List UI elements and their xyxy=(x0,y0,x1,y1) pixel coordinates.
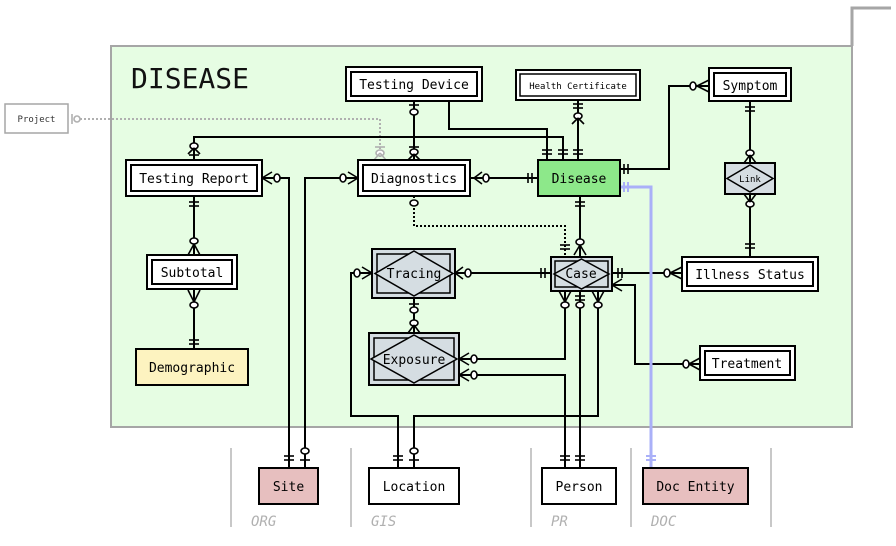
entity-subtotal-label: Subtotal xyxy=(161,266,224,281)
entity-doc-entity-label: Doc Entity xyxy=(656,480,734,495)
entity-illness-status-label: Illness Status xyxy=(695,268,805,283)
entity-project[interactable]: Project xyxy=(4,103,69,134)
entity-project-label: Project xyxy=(18,115,56,125)
entity-diagnostics[interactable]: Diagnostics xyxy=(357,159,471,197)
doc-entity-link xyxy=(620,185,653,468)
entity-site[interactable]: Site xyxy=(258,467,319,505)
relationship-link-label: Link xyxy=(739,175,761,185)
entity-health-certificate[interactable]: Health Certificate xyxy=(515,69,641,101)
entity-person-label: Person xyxy=(556,480,603,495)
entity-site-label: Site xyxy=(273,480,304,495)
entity-health-certificate-label: Health Certificate xyxy=(529,82,627,92)
entity-diagnostics-label: Diagnostics xyxy=(371,172,457,187)
domain-title: DISEASE xyxy=(131,62,249,95)
entity-subtotal[interactable]: Subtotal xyxy=(146,254,238,290)
entity-doc-entity[interactable]: Doc Entity xyxy=(642,467,749,505)
entity-symptom[interactable]: Symptom xyxy=(708,67,792,102)
entity-demographic[interactable]: Demographic xyxy=(135,348,249,386)
entity-testing-device-label: Testing Device xyxy=(359,78,469,93)
relationship-case-label: Case xyxy=(565,267,596,282)
entity-testing-report[interactable]: Testing Report xyxy=(125,159,263,197)
entity-symptom-label: Symptom xyxy=(723,79,778,94)
entity-disease[interactable]: Disease xyxy=(537,159,621,197)
entity-illness-status[interactable]: Illness Status xyxy=(681,256,819,292)
lane-doc: DOC xyxy=(650,514,677,530)
entity-testing-device[interactable]: Testing Device xyxy=(345,66,483,102)
entity-treatment-label: Treatment xyxy=(712,357,782,372)
entity-location[interactable]: Location xyxy=(368,467,460,505)
lane-pr: PR xyxy=(551,514,568,530)
relationship-case[interactable]: Case xyxy=(550,256,613,292)
lane-dividers xyxy=(230,448,772,527)
entity-treatment[interactable]: Treatment xyxy=(699,345,796,381)
entity-person[interactable]: Person xyxy=(541,467,617,505)
lane-org: ORG xyxy=(251,514,277,530)
lane-gis: GIS xyxy=(371,514,396,530)
relationship-exposure-label: Exposure xyxy=(383,353,446,368)
entity-demographic-label: Demographic xyxy=(149,361,235,376)
relationship-exposure[interactable]: Exposure xyxy=(368,332,460,386)
entity-disease-label: Disease xyxy=(552,172,607,187)
entity-location-label: Location xyxy=(383,480,446,495)
relationship-tracing[interactable]: Tracing xyxy=(371,248,456,299)
relationship-link[interactable]: Link xyxy=(724,162,776,195)
doc-link-markers xyxy=(623,182,656,461)
relationship-tracing-label: Tracing xyxy=(387,267,442,282)
entity-testing-report-label: Testing Report xyxy=(139,172,249,187)
cardinality-markers xyxy=(71,79,757,461)
outer-frame xyxy=(850,6,891,46)
